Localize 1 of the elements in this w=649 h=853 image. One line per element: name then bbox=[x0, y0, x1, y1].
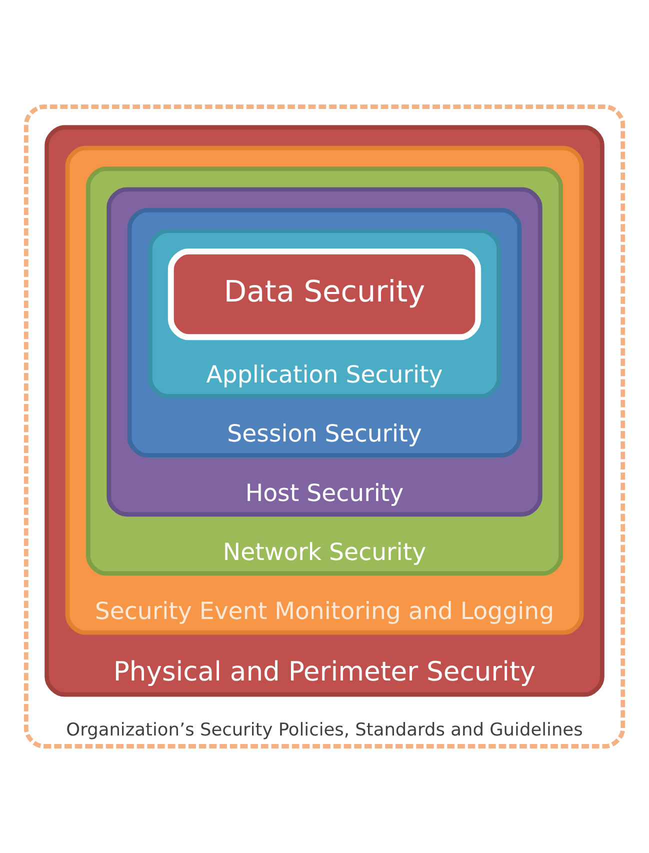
node-box: Data Security bbox=[168, 248, 482, 340]
